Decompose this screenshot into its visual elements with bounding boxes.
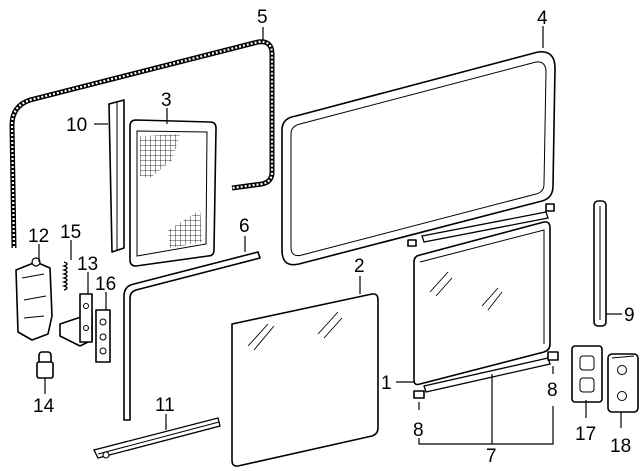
callout-8-right: 8: [547, 380, 558, 401]
callout-3: 3: [161, 90, 172, 111]
callout-18: 18: [610, 436, 631, 457]
part-5-seal: [9, 39, 275, 249]
part-2-glass: [231, 293, 379, 467]
part-12-latch-housing: [15, 257, 53, 341]
part-3-vent-window: [129, 119, 217, 267]
part-4-window-frame: [281, 51, 556, 266]
part-18-pad: [607, 353, 639, 413]
callout-12: 12: [28, 226, 49, 247]
callout-7: 7: [486, 446, 497, 467]
callout-1: 1: [381, 373, 392, 394]
callout-13: 13: [77, 254, 98, 275]
part-10-channel: [108, 99, 125, 253]
part-16-plate: [95, 309, 111, 363]
part-7-guide-rail: [423, 357, 551, 393]
callout-10: 10: [66, 115, 87, 136]
part-9-strip: [593, 200, 607, 327]
callout-labels: 10 3 5 4 12 15 13 16 14 6 2 1 9 11 8 8 7…: [28, 7, 635, 467]
part-4-lower-rails: [407, 203, 555, 247]
part-14-knob: [36, 351, 54, 379]
callout-11: 11: [155, 395, 175, 416]
callout-16: 16: [95, 274, 116, 295]
part-11-bottom-rail: [93, 417, 221, 459]
part-15-spring: [61, 261, 68, 291]
callout-15: 15: [60, 222, 81, 243]
leader-lines: [38, 26, 622, 445]
part-17-pad: [571, 345, 603, 403]
part-1-glass-assembly: [413, 221, 551, 386]
callout-5: 5: [257, 7, 268, 28]
callout-17: 17: [575, 424, 596, 445]
callout-8-left: 8: [413, 420, 424, 441]
callout-6: 6: [239, 216, 250, 237]
callout-14: 14: [33, 396, 55, 417]
callout-9: 9: [624, 305, 635, 326]
part-13-bracket: [59, 293, 93, 347]
callout-2: 2: [354, 256, 365, 277]
callout-4: 4: [537, 8, 548, 29]
part-6-run-channel: [123, 251, 261, 421]
part-8-guides: [413, 351, 559, 399]
